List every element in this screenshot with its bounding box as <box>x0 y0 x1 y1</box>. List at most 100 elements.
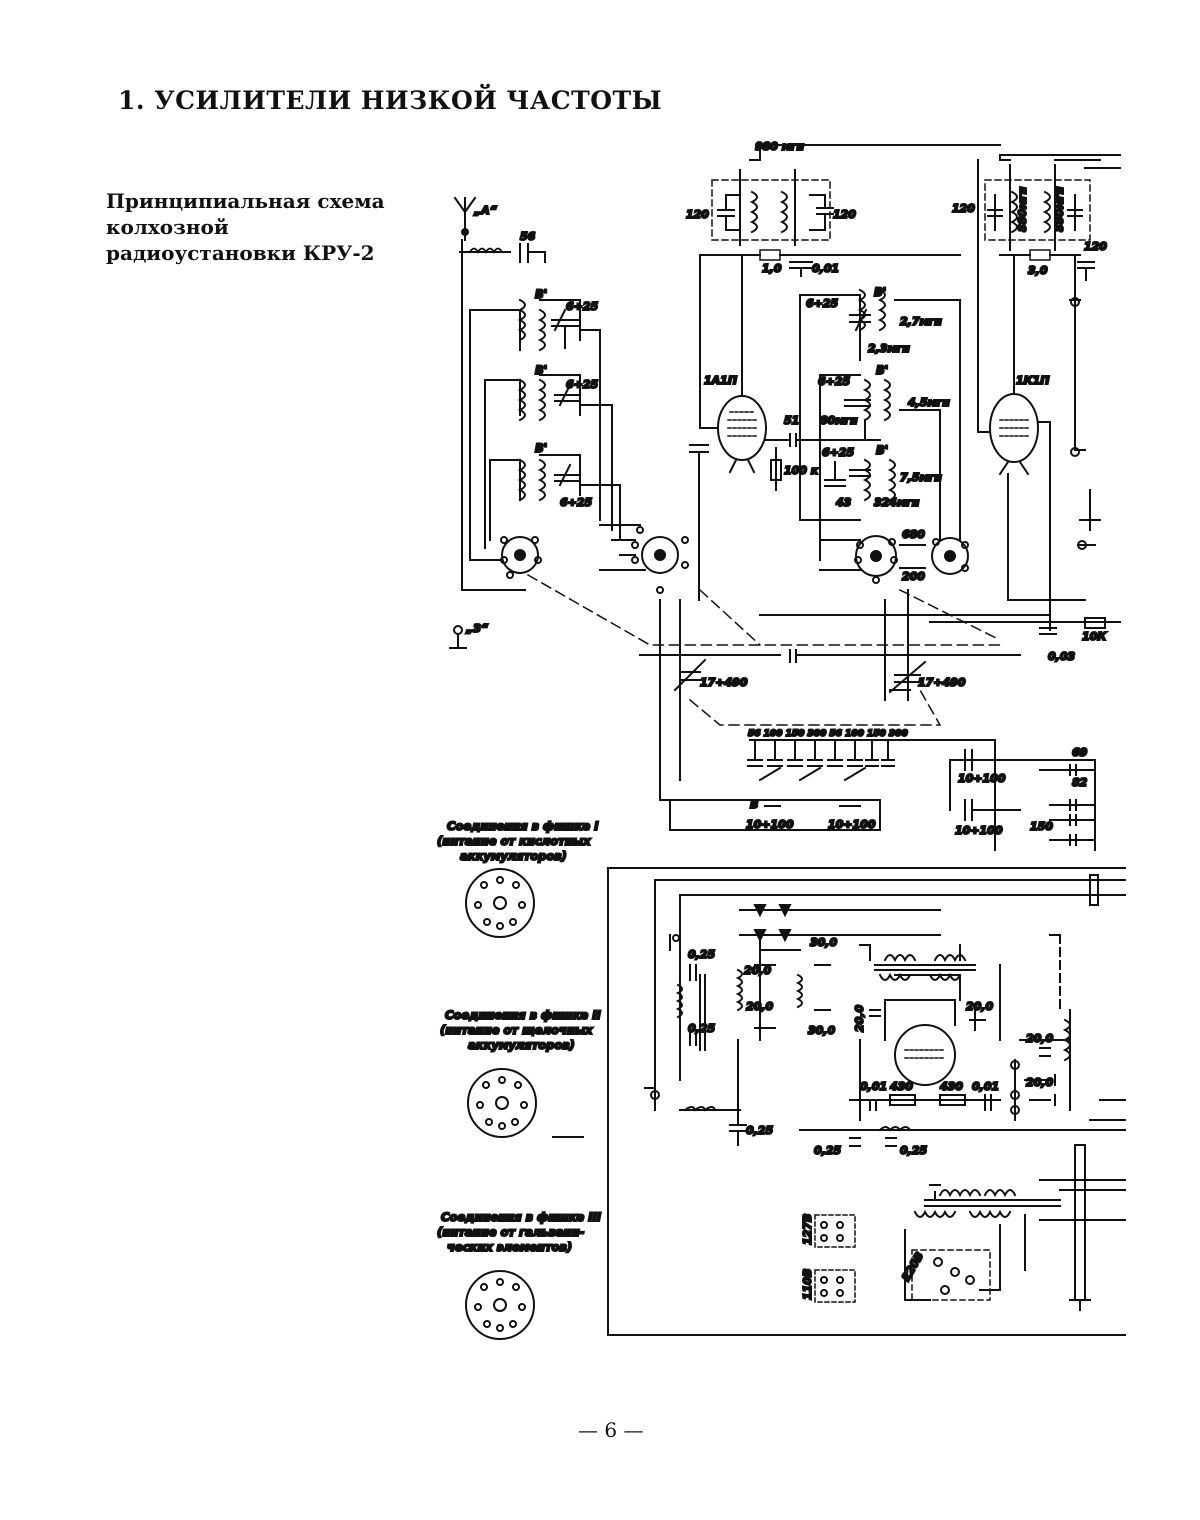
svg-text:0,01: 0,01 <box>972 1080 999 1093</box>
svg-text:69: 69 <box>1072 746 1088 759</box>
plug-socket-icon <box>465 868 535 938</box>
svg-text:82: 82 <box>1072 776 1088 789</box>
svg-text:6÷25: 6÷25 <box>806 297 839 310</box>
if-transformer-1 <box>711 144 1001 246</box>
svg-text:43: 43 <box>835 496 852 509</box>
power-supply-frame <box>607 867 1126 1336</box>
svg-text:120: 120 <box>833 208 856 221</box>
svg-text:7,5мгн: 7,5мгн <box>900 471 942 484</box>
ground-icon <box>449 625 467 649</box>
svg-text:120: 120 <box>1084 240 1107 253</box>
svg-text:4,5мгн: 4,5мгн <box>907 396 950 409</box>
svg-text:10÷100: 10÷100 <box>958 772 1006 785</box>
svg-text:20,0: 20,0 <box>966 1000 993 1013</box>
plug-socket-icon <box>467 1068 537 1138</box>
svg-text:20,0: 20,0 <box>853 1005 866 1032</box>
antenna-icon <box>453 196 477 241</box>
svg-text:120: 120 <box>686 208 709 221</box>
svg-text:В: В <box>750 798 758 811</box>
svg-text:6÷25: 6÷25 <box>818 375 851 388</box>
svg-text:1,0: 1,0 <box>762 262 782 275</box>
section-heading: 1. УСИЛИТЕЛИ НИЗКОЙ ЧАСТОТЫ <box>118 86 663 115</box>
mains-transformer <box>904 1144 1126 1311</box>
svg-text:880мгн: 880мгн <box>1053 186 1066 232</box>
svg-text:В': В' <box>876 443 888 457</box>
band-switch-right <box>931 299 969 575</box>
band-coils <box>461 239 621 591</box>
svg-text:324мгн: 324мгн <box>874 496 920 509</box>
svg-text:17÷490: 17÷490 <box>700 676 748 689</box>
svg-text:(питание от гальвани-: (питание от гальвани- <box>437 1225 585 1239</box>
svg-text:ческих элементов): ческих элементов) <box>447 1240 572 1254</box>
svg-text:20,0: 20,0 <box>1026 1032 1053 1045</box>
svg-text:20,0: 20,0 <box>744 964 771 977</box>
voltage-selector <box>814 1214 856 1303</box>
svg-text:В': В' <box>874 285 886 299</box>
if-transformer-2 <box>984 154 1121 251</box>
coil-core-mark: В' В' В' <box>534 286 548 456</box>
svg-text:30,0: 30,0 <box>810 936 837 949</box>
svg-text:220В: 220В <box>899 1250 926 1284</box>
svg-text:аккумуляторов): аккумуляторов) <box>468 1038 575 1052</box>
svg-text:200: 200 <box>902 570 925 583</box>
svg-text:0,03: 0,03 <box>1048 650 1075 663</box>
plug-note-3: Соединения в фишке III (питание от гальв… <box>436 1209 603 1255</box>
svg-text:430: 430 <box>889 1080 913 1093</box>
capacitor-bank <box>747 739 996 851</box>
svg-text:Соединения в фишке I: Соединения в фишке I <box>447 819 599 833</box>
svg-text:Соединения в фишке II: Соединения в фишке II <box>445 1008 601 1022</box>
svg-text:10÷100: 10÷100 <box>746 818 794 831</box>
plug-note-1: Соединения в фишке I (питание от кислотн… <box>436 818 600 864</box>
plug-note-2: Соединения в фишке II (питание от щелочн… <box>439 1007 602 1053</box>
svg-text:6÷25: 6÷25 <box>560 496 593 509</box>
svg-text:В': В' <box>535 363 547 377</box>
svg-text:6÷25: 6÷25 <box>566 300 599 313</box>
svg-text:0,01: 0,01 <box>812 262 839 275</box>
caption-line: колхозной <box>106 215 229 239</box>
svg-text:150: 150 <box>1030 820 1053 833</box>
svg-text:80мгн: 80мгн <box>820 414 858 427</box>
band-switch-centre <box>819 535 926 584</box>
svg-text:100 к: 100 к <box>784 464 819 477</box>
svg-text:0,25: 0,25 <box>688 948 715 961</box>
svg-text:51: 51 <box>784 414 799 427</box>
figure-caption: Принципиальная схема колхозной радиоуста… <box>106 188 426 266</box>
svg-text:10К: 10К <box>1082 630 1107 643</box>
svg-text:В': В' <box>535 441 547 455</box>
svg-text:56 100 150 300 56 100 150 30: 56 100 150 300 56 100 150 300 <box>748 729 908 739</box>
svg-text:127В: 127В <box>801 1214 814 1245</box>
svg-text:980 мгн: 980 мгн <box>755 140 805 153</box>
svg-text:(питание от кислотных: (питание от кислотных <box>437 834 591 848</box>
svg-text:аккумуляторов): аккумуляторов) <box>460 849 567 863</box>
caption-line: радиоустановки КРУ-2 <box>106 241 375 265</box>
svg-text:680: 680 <box>902 528 925 541</box>
ground-label: „З“ <box>465 622 489 635</box>
tube-1k1p-icon <box>977 159 1086 631</box>
coil-core-mark: В' В' В' <box>873 284 889 458</box>
svg-text:3,0: 3,0 <box>1028 264 1048 277</box>
svg-text:880мгн: 880мгн <box>1016 186 1029 232</box>
svg-text:20,0: 20,0 <box>746 1000 773 1013</box>
svg-text:(питание от щелочных: (питание от щелочных <box>440 1023 593 1037</box>
svg-text:1К1П: 1К1П <box>1016 374 1050 387</box>
svg-text:6÷25: 6÷25 <box>566 378 599 391</box>
caption-line: Принципиальная схема <box>106 189 385 213</box>
svg-text:0,25: 0,25 <box>688 1022 715 1035</box>
svg-text:17÷490: 17÷490 <box>918 676 966 689</box>
svg-text:30,0: 30,0 <box>808 1024 835 1037</box>
svg-text:0,25: 0,25 <box>814 1144 841 1157</box>
page-number: — 6 — <box>578 1418 644 1442</box>
band-switch-mid <box>599 524 689 594</box>
antenna-label: „А“ <box>473 204 498 217</box>
svg-text:0,01: 0,01 <box>860 1080 887 1093</box>
svg-text:2,7мгн: 2,7мгн <box>900 315 942 328</box>
svg-text:Соединения в фишке III: Соединения в фишке III <box>441 1210 602 1224</box>
svg-text:110В: 110В <box>801 1269 814 1300</box>
plug-socket-icon <box>465 1270 535 1340</box>
oscillator-coils <box>799 288 961 561</box>
svg-text:В': В' <box>535 287 547 301</box>
svg-text:20,0: 20,0 <box>1026 1076 1053 1089</box>
svg-text:10÷100: 10÷100 <box>828 818 876 831</box>
svg-text:0,25: 0,25 <box>746 1124 773 1137</box>
